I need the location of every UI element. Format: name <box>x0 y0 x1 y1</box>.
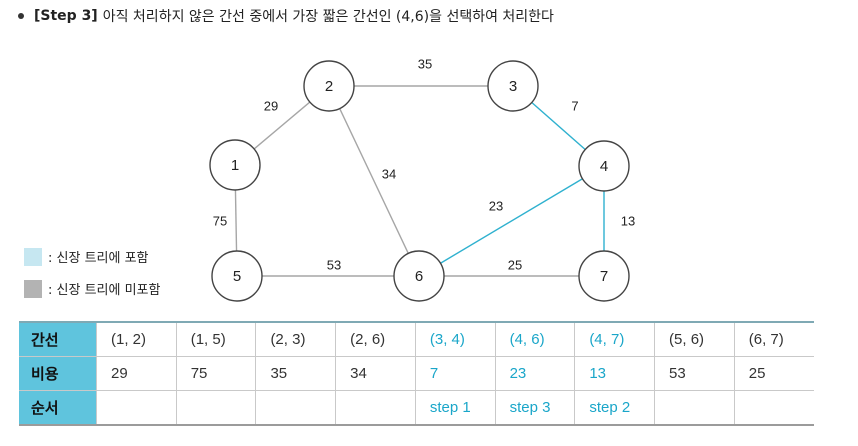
row-header: 순서 <box>19 390 97 426</box>
node-circle-5 <box>211 250 263 302</box>
legend-label-in-tree: : 신장 트리에 포함 <box>48 251 149 266</box>
node-4: 4 <box>578 140 630 192</box>
table-cell <box>335 390 416 426</box>
node-circle-6 <box>393 250 445 302</box>
node-label-4: 4 <box>600 158 608 175</box>
node-5: 5 <box>211 250 263 302</box>
table-cell: 25 <box>734 356 814 391</box>
node-circle-2 <box>303 60 355 112</box>
table-cell: 29 <box>96 356 177 391</box>
node-circle-4 <box>578 140 630 192</box>
table-cell <box>734 390 814 426</box>
legend-not-in-tree: : 신장 트리에 미포함 <box>24 279 160 298</box>
edge-weight-3-4: 7 <box>571 98 578 113</box>
table-cell: step 2 <box>574 390 656 426</box>
edge-weight-6-7: 25 <box>508 257 522 272</box>
node-3: 3 <box>487 60 539 112</box>
edge-3-4 <box>531 101 586 151</box>
table-cell: 13 <box>574 356 656 391</box>
node-2: 2 <box>303 60 355 112</box>
edge-weight-1-2: 29 <box>264 98 278 113</box>
table-cell <box>654 390 735 426</box>
bullet-icon <box>18 13 24 19</box>
node-6: 6 <box>393 250 445 302</box>
table-cell: (5, 6) <box>654 321 735 357</box>
edge-weight-2-6: 34 <box>382 166 396 181</box>
legend-in-tree: : 신장 트리에 포함 <box>24 247 149 266</box>
table-cell <box>255 390 337 426</box>
table-cell: (4, 6) <box>495 321 576 357</box>
edge-weight-4-6: 23 <box>489 198 503 213</box>
graph-edges <box>234 85 605 277</box>
legend-swatch-in-tree <box>24 247 42 266</box>
node-label-5: 5 <box>233 268 241 285</box>
node-label-2: 2 <box>325 78 333 95</box>
table-cell: (6, 7) <box>734 321 814 357</box>
node-circle-3 <box>487 60 539 112</box>
table-cell <box>176 390 257 426</box>
node-label-3: 3 <box>509 78 517 95</box>
edge-table: 간선(1, 2)(1, 5)(2, 3)(2, 6)(3, 4)(4, 6)(4… <box>19 321 814 426</box>
legend-label-not-in-tree: : 신장 트리에 미포함 <box>48 283 161 298</box>
table-cell <box>96 390 177 426</box>
node-circle-1 <box>209 139 261 191</box>
node-label-1: 1 <box>231 157 239 174</box>
edge-4-6 <box>440 178 583 264</box>
table-cell: (2, 6) <box>335 321 416 357</box>
table-cell: step 1 <box>415 390 496 426</box>
table-row: 간선(1, 2)(1, 5)(2, 3)(2, 6)(3, 4)(4, 6)(4… <box>19 321 814 357</box>
node-1: 1 <box>209 139 261 191</box>
table-cell: (3, 4) <box>415 321 496 357</box>
table-cell: step 3 <box>495 390 576 426</box>
table-cell: (1, 5) <box>176 321 257 357</box>
edge-weight-1-5: 75 <box>213 213 227 228</box>
table-cell: 75 <box>176 356 257 391</box>
node-label-7: 7 <box>600 268 608 285</box>
row-header: 간선 <box>19 321 97 357</box>
table-cell: 7 <box>415 356 496 391</box>
table-cell: 35 <box>255 356 337 391</box>
step-description: 아직 처리하지 않은 간선 중에서 가장 짧은 간선인 (4,6)을 선택하여 … <box>102 9 554 25</box>
node-circle-7 <box>578 250 630 302</box>
table-cell: 53 <box>654 356 735 391</box>
table-cell: 34 <box>335 356 416 391</box>
node-7: 7 <box>578 250 630 302</box>
step-label: [Step 3] <box>34 8 98 24</box>
edge-weight-4-7: 13 <box>621 213 635 228</box>
step-heading: [Step 3] 아직 처리하지 않은 간선 중에서 가장 짧은 간선인 (4,… <box>8 4 554 28</box>
table-cell: (1, 2) <box>96 321 177 357</box>
table-cell: (2, 3) <box>255 321 337 357</box>
edge-2-6 <box>339 108 409 254</box>
node-label-6: 6 <box>415 268 423 285</box>
edge-1-2 <box>253 101 311 150</box>
edge-weight-2-3: 35 <box>418 56 432 71</box>
table-cell: 23 <box>495 356 576 391</box>
edge-weight-5-6: 53 <box>327 257 341 272</box>
edge-1-5 <box>234 189 238 252</box>
table-cell: (4, 7) <box>574 321 656 357</box>
legend-swatch-not-in-tree <box>24 279 42 298</box>
row-header: 비용 <box>19 356 97 391</box>
